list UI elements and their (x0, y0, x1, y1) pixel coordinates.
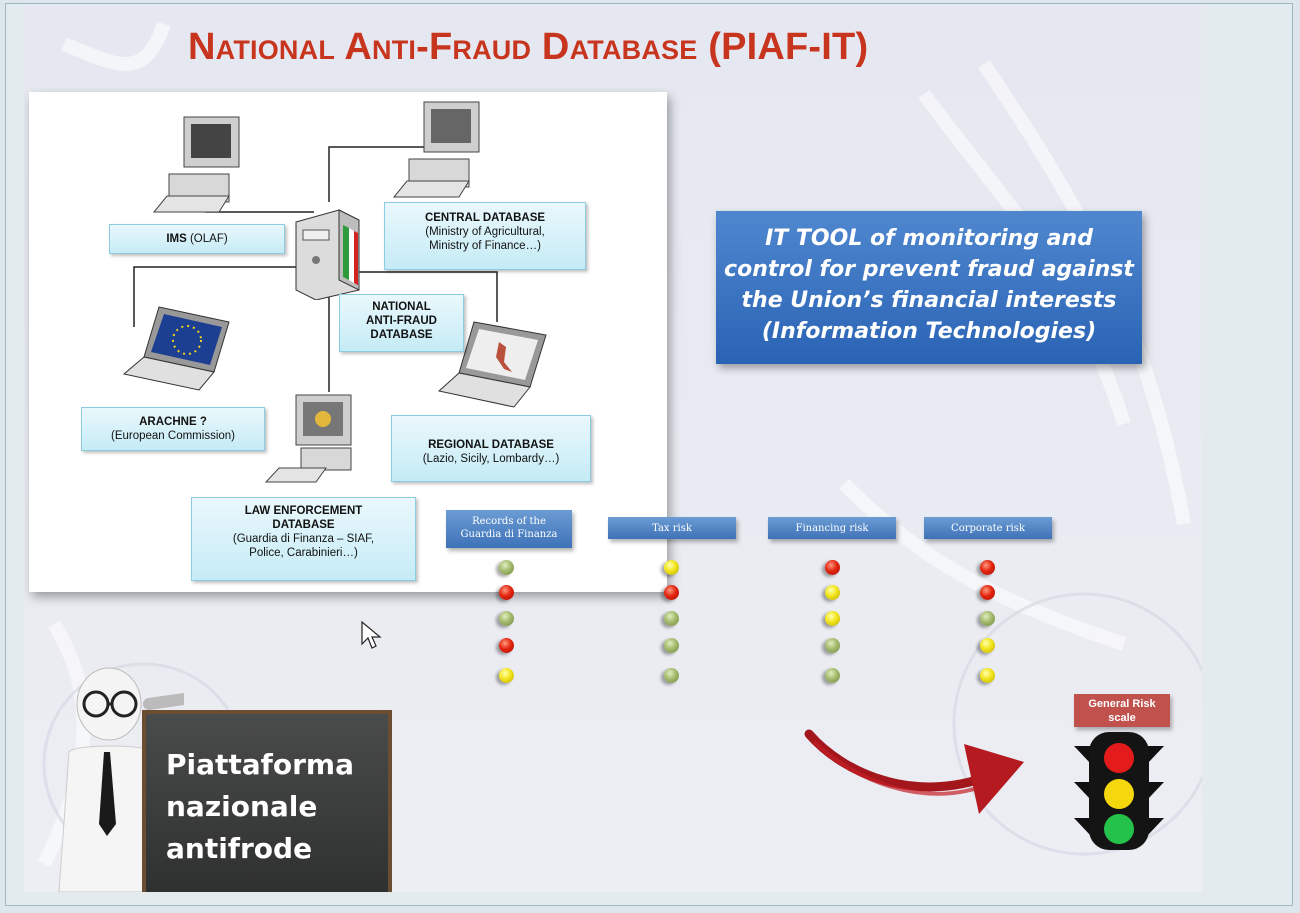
risk-dot-red (664, 585, 679, 600)
law-line4: Police, Carabinieri…) (249, 547, 358, 559)
national-line2: ANTI-FRAUD (366, 315, 437, 327)
risk-dot-yellow (825, 585, 840, 600)
server-tower-icon (295, 209, 360, 300)
network-connectors (133, 146, 498, 392)
risk-dot-yellow (980, 668, 995, 683)
risk-header-3: Financing risk (768, 517, 896, 539)
regional-database-label: REGIONAL DATABASE (Lazio, Sicily, Lombar… (391, 415, 591, 482)
general-risk-scale-label: General Risk scale (1074, 694, 1170, 727)
chalk-line3: antifrode (166, 832, 313, 865)
it-tool-box: IT TOOL of monitoring and control for pr… (716, 211, 1142, 364)
law-line2: DATABASE (272, 519, 335, 531)
computer-law-icon (264, 394, 352, 483)
central-database-label: CENTRAL DATABASE (Ministry of Agricultur… (384, 202, 586, 270)
arachne-title: ARACHNE ? (139, 416, 207, 428)
risk-dot-red (980, 585, 995, 600)
risk-header-1-line1: Records of the (472, 516, 546, 527)
computer-central-icon (392, 101, 480, 198)
computer-ims-icon (152, 116, 240, 213)
national-database-label: NATIONAL ANTI-FRAUD DATABASE (339, 294, 464, 352)
risk-dot-green (664, 611, 679, 626)
slide: National Anti-Fraud Database (PIAF-IT) (24, 4, 1202, 892)
background-decoration (37, 21, 1202, 868)
slide-frame: National Anti-Fraud Database (PIAF-IT) (5, 3, 1293, 906)
risk-dot-green (980, 611, 995, 626)
arachne-label: ARACHNE ? (European Commission) (81, 407, 265, 451)
chalk-line1: Piattaforma (166, 748, 354, 781)
risk-dot-green (825, 638, 840, 653)
risk-header-1-line2: Guardia di Finanza (460, 529, 558, 540)
law-line3: (Guardia di Finanza – SIAF, (232, 533, 375, 545)
page-title: National Anti-Fraud Database (PIAF-IT) (188, 26, 869, 68)
laptop-arachne-icon (122, 306, 230, 391)
laptop-regional-icon (437, 321, 547, 408)
ims-label: IMS (OLAF) (109, 224, 285, 254)
chalkboard: Piattaforma nazionale antifrode (142, 710, 392, 892)
risk-dot-yellow (499, 668, 514, 683)
risk-header-2: Tax risk (608, 517, 736, 539)
it-tool-line1: IT TOOL of monitoring and (765, 226, 1093, 251)
risk-dot-yellow (825, 611, 840, 626)
chalk-line2: nazionale (166, 790, 318, 823)
mouse-cursor-icon (361, 620, 382, 649)
law-enforcement-label: LAW ENFORCEMENT DATABASE (Guardia di Fin… (191, 497, 416, 581)
regional-line2: (Lazio, Sicily, Lombardy…) (422, 453, 560, 465)
it-tool-line4: (Information Technologies) (761, 319, 1097, 344)
it-tool-line2: control for prevent fraud against (724, 257, 1134, 282)
ims-label-rest: (OLAF) (186, 233, 228, 245)
grs-line2: scale (1108, 712, 1136, 724)
risk-dot-green (664, 668, 679, 683)
central-line2: (Ministry of Agricultural, (425, 226, 545, 238)
ims-label-bold: IMS (166, 233, 187, 245)
regional-title: REGIONAL DATABASE (428, 439, 554, 451)
risk-dot-red (499, 638, 514, 653)
risk-dot-green (664, 638, 679, 653)
risk-header-4: Corporate risk (924, 517, 1052, 539)
law-line1: LAW ENFORCEMENT (244, 505, 363, 517)
chalkboard-text: Piattaforma nazionale antifrode (166, 744, 354, 870)
central-title: CENTRAL DATABASE (424, 212, 546, 224)
risk-dot-yellow (664, 560, 679, 575)
risk-dot-red (980, 560, 995, 575)
risk-header-4-line1: Corporate risk (951, 523, 1025, 534)
risk-dot-yellow (980, 638, 995, 653)
risk-dot-red (825, 560, 840, 575)
national-line3: DATABASE (370, 329, 433, 341)
risk-dot-red (499, 585, 514, 600)
arachne-line2: (European Commission) (111, 430, 235, 442)
risk-header-3-line1: Financing risk (795, 523, 869, 534)
central-line3: Ministry of Finance…) (429, 240, 541, 252)
risk-header-2-line1: Tax risk (652, 523, 692, 534)
traffic-light-icon (1074, 732, 1164, 850)
it-tool-line3: the Union’s financial interests (741, 288, 1117, 313)
national-line1: NATIONAL (372, 301, 431, 313)
network-diagram: IMS (OLAF) CENTRAL DATABASE (Ministry of… (29, 92, 667, 592)
red-arrow-icon (804, 729, 1024, 814)
risk-dot-green (499, 611, 514, 626)
risk-dot-green (825, 668, 840, 683)
risk-dot-green (499, 560, 514, 575)
grs-line1: General Risk (1088, 698, 1156, 710)
